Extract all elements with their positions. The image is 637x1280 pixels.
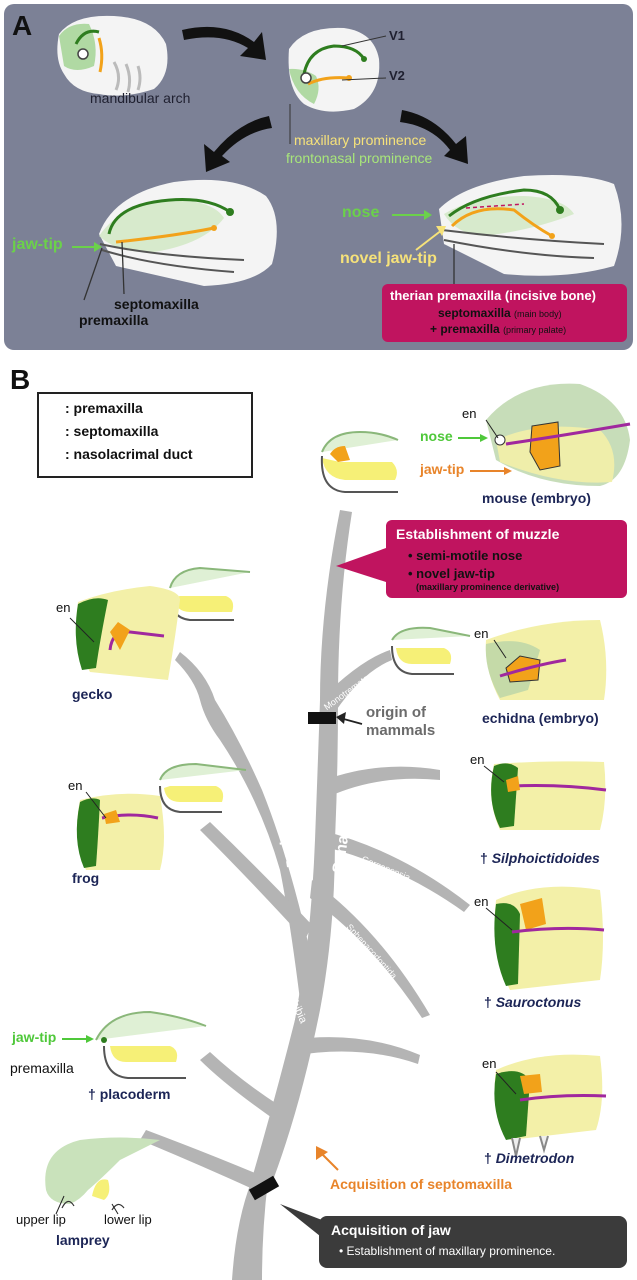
en-label-frog: en: [68, 778, 83, 793]
panel-b-label-arrows: [55, 419, 517, 1215]
taxon-silphoictidoides: † Silphoictidoides: [480, 850, 600, 866]
transition-arrows: [182, 26, 468, 172]
en-label-silphoictidoides: en: [470, 752, 485, 767]
acquisition-septomaxilla-label: Acquisition of septomaxilla: [330, 1176, 513, 1192]
panel-a-letter: A: [12, 10, 33, 41]
septomaxilla-label-a: septomaxilla: [114, 296, 199, 312]
legend-premaxilla: : premaxilla: [65, 400, 143, 416]
taxon-sauroctonus: † Sauroctonus: [484, 994, 582, 1010]
v1-label: V1: [389, 28, 405, 43]
en-label-mouse: en: [462, 406, 477, 421]
frog-skull: [76, 793, 164, 870]
muzzle-callout-title: Establishment of muzzle: [396, 526, 560, 542]
placoderm-schematic: [95, 1010, 207, 1079]
jaw-acquisition-marker: [248, 1175, 280, 1201]
muzzle-callout-tail: [336, 548, 386, 582]
muzzle-item-2: • novel jaw-tip: [408, 566, 495, 581]
embryo-early: [57, 15, 168, 96]
dimetrodon-skull: [494, 1054, 607, 1157]
taxon-dimetrodon: † Dimetrodon: [484, 1150, 575, 1166]
head-left: [83, 179, 277, 301]
taxon-placoderm: † placoderm: [88, 1086, 171, 1102]
panel-a: A mandibular arch V1 V2 maxillary promin…: [4, 4, 633, 350]
jaw-callout-title: Acquisition of jaw: [331, 1222, 451, 1238]
jaw-callout-tail: [280, 1204, 322, 1236]
therian-box-title: therian premaxilla (incisive bone): [390, 288, 596, 303]
head-right: [439, 175, 622, 288]
jaw-callout-item: • Establishment of maxillary prominence.: [339, 1244, 556, 1258]
premaxilla-label-b: premaxilla: [10, 1060, 74, 1076]
phylogenetic-tree: [140, 510, 470, 1280]
novel-jaw-tip-label-a: novel jaw-tip: [340, 250, 437, 267]
en-label-dimetrodon: en: [482, 1056, 497, 1071]
jaw-tip-label-b-orange: jaw-tip: [420, 461, 465, 477]
en-label-sauroctonus: en: [474, 894, 489, 909]
mouse-skull: [486, 383, 631, 486]
origin-of-mammals-marker: [308, 712, 336, 724]
muzzle-callout: Establishment of muzzle • semi-motile no…: [386, 520, 627, 598]
taxon-frog: frog: [72, 870, 100, 886]
panel-b-letter: B: [10, 364, 31, 395]
legend: : premaxilla : septomaxilla : nasolacrim…: [37, 392, 253, 478]
therian-box-line3: + premaxilla (primary palate): [430, 322, 567, 336]
v2-label: V2: [389, 68, 405, 83]
nose-label-b: nose: [420, 428, 453, 444]
panel-a-label-arrows: [72, 210, 446, 252]
silphoictidoides-skull: [491, 761, 607, 830]
maxillary-prominence-label: maxillary prominence: [294, 132, 427, 148]
therian-premaxilla-box: therian premaxilla (incisive bone) septo…: [382, 284, 627, 342]
echidna-skull: [485, 620, 607, 700]
legend-nasolacrimal-duct: : nasolacrimal duct: [65, 446, 193, 462]
taxon-gecko: gecko: [72, 686, 113, 702]
lower-lip-label: lower lip: [104, 1212, 152, 1227]
en-label-gecko: en: [56, 600, 71, 615]
mouse-schematic: [320, 430, 399, 493]
jaw-callout: Acquisition of jaw • Establishment of ma…: [319, 1216, 627, 1268]
gecko-schematic: [169, 566, 251, 621]
taxon-lamprey: lamprey: [56, 1232, 110, 1248]
frontonasal-prominence-label: frontonasal prominence: [286, 150, 433, 166]
legend-septomaxilla: : septomaxilla: [65, 423, 159, 439]
nose-label-a: nose: [342, 204, 380, 221]
premaxilla-label-a: premaxilla: [79, 312, 149, 328]
muzzle-item-2-note: (maxillary prominence derivative): [416, 582, 560, 592]
jaw-tip-label-b-green: jaw-tip: [12, 1029, 57, 1045]
taxon-mouse: mouse (embryo): [482, 490, 591, 506]
embryo-mid: [288, 27, 387, 144]
therian-box-line2: septomaxilla (main body): [438, 306, 562, 320]
en-label-echidna: en: [474, 626, 489, 641]
jaw-tip-label-a: jaw-tip: [12, 236, 63, 253]
panel-a-illustration: [57, 15, 622, 301]
sauroctonus-skull: [494, 886, 605, 990]
upper-lip-label: upper lip: [16, 1212, 66, 1227]
frog-schematic: [159, 762, 247, 813]
gecko-skull: [75, 586, 180, 680]
lamprey-schematic: [45, 1137, 160, 1211]
taxon-echidna: echidna (embryo): [482, 710, 599, 726]
mandibular-arch-label: mandibular arch: [90, 90, 191, 106]
echidna-schematic: [391, 626, 471, 675]
muzzle-item-1: • semi-motile nose: [408, 548, 523, 563]
